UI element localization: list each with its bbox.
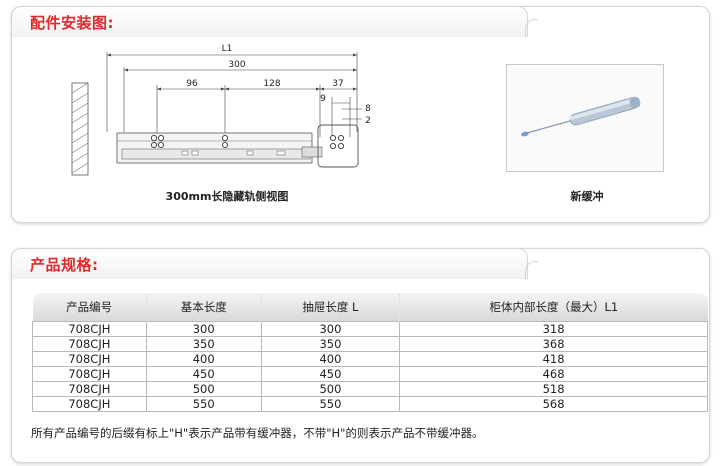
cell-cabinet: 368 (399, 336, 708, 352)
dim-37: 37 (332, 79, 343, 89)
cell-code: 708CJH (32, 321, 147, 337)
dim-l1: L1 (222, 44, 233, 54)
cell-drawer: 300 (260, 321, 401, 337)
table-row: 708CJH 350 350 368 (32, 336, 708, 352)
cell-base: 450 (145, 366, 262, 382)
mounting-holes (150, 134, 345, 150)
cell-base: 500 (145, 381, 262, 397)
cell-base: 550 (145, 396, 262, 412)
suffix-note: 所有产品编号的后缀有标上"H"表示产品带有缓冲器，不带"H"的则表示产品不带缓冲… (31, 426, 484, 440)
buffer-damper-image (521, 96, 641, 137)
table-row: 708CJH 400 400 418 (32, 351, 708, 367)
cell-drawer: 500 (260, 381, 401, 397)
table-row: 708CJH 300 300 318 (32, 321, 708, 337)
cell-cabinet: 318 (399, 321, 708, 337)
cabinet-wall (71, 82, 89, 176)
header-product-code: 产品编号 (32, 293, 147, 322)
spec-header-row: 产品编号 基本长度 抽屉长度 L 柜体内部长度（最大）L1 (32, 293, 708, 322)
cell-drawer: 350 (260, 336, 401, 352)
dim-2: 2 (365, 116, 371, 126)
cell-cabinet: 568 (399, 396, 708, 412)
buffer-photo (506, 64, 664, 172)
cell-code: 708CJH (32, 366, 147, 382)
header-drawer-length: 抽屉长度 L (261, 293, 401, 322)
table-row: 708CJH 500 500 518 (32, 381, 708, 397)
cell-code: 708CJH (32, 336, 147, 352)
install-panel: 配件安装图: (11, 6, 710, 223)
table-row: 708CJH 550 550 568 (32, 396, 708, 412)
cell-base: 300 (145, 321, 262, 337)
table-row: 708CJH 450 450 468 (32, 366, 708, 382)
install-title: 配件安装图: (30, 14, 114, 32)
photo-caption: 新缓冲 (570, 190, 604, 203)
cell-cabinet: 518 (399, 381, 708, 397)
cell-drawer: 400 (260, 351, 401, 367)
rear-bracket (317, 124, 359, 168)
spec-tab-bar: 产品规格: (11, 248, 538, 280)
cell-drawer: 450 (260, 366, 401, 382)
dim-8: 8 (365, 104, 371, 114)
dim-128: 128 (263, 79, 280, 89)
cell-code: 708CJH (32, 381, 147, 397)
spec-table: 产品编号 基本长度 抽屉长度 L 柜体内部长度（最大）L1 708CJH 300… (32, 293, 708, 412)
cell-code: 708CJH (32, 351, 147, 367)
dim-300: 300 (228, 60, 245, 70)
dim-9: 9 (320, 94, 326, 104)
header-base-length: 基本长度 (146, 293, 262, 322)
cell-base: 400 (145, 351, 262, 367)
header-cabinet-length: 柜体内部长度（最大）L1 (399, 293, 708, 322)
spec-title: 产品规格: (30, 256, 99, 274)
drawing-caption: 300mm长隐藏轨侧视图 (165, 190, 289, 203)
spec-panel: 产品规格: 产品编号 基本长度 抽屉长度 L 柜体内部长度（最大）L1 708C… (11, 248, 710, 463)
side-view-drawing: L1 300 96 128 37 9 8 2 (71, 44, 371, 176)
install-tab-bar: 配件安装图: (11, 6, 538, 38)
dim-96: 96 (186, 79, 198, 89)
drawer-rail (116, 132, 323, 164)
cell-cabinet: 418 (399, 351, 708, 367)
cell-cabinet: 468 (399, 366, 708, 382)
cell-base: 350 (145, 336, 262, 352)
cell-code: 708CJH (32, 396, 147, 412)
cell-drawer: 550 (260, 396, 401, 412)
